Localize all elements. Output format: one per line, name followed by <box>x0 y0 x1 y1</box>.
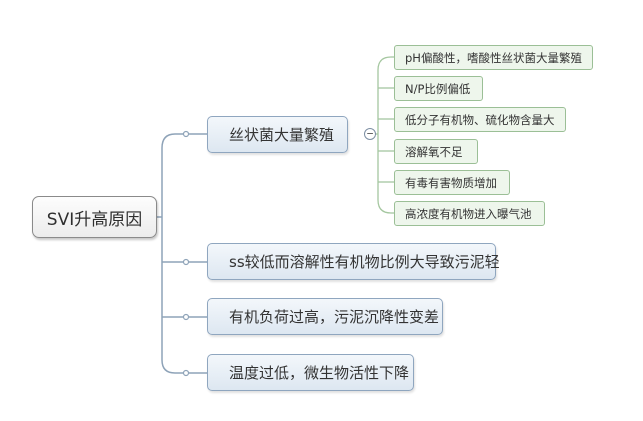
root-node[interactable]: SVI升高原因 <box>32 196 157 238</box>
branch-node-low-temperature[interactable]: 温度过低，微生物活性下降 <box>207 354 414 391</box>
leaf-node-toxic-substances[interactable]: 有毒有害物质增加 <box>394 170 510 195</box>
leaf-node-high-concentration-organics[interactable]: 高浓度有机物进入曝气池 <box>394 201 545 226</box>
collapse-toggle-icon[interactable]: − <box>364 128 376 140</box>
branch-joint-4 <box>182 369 190 377</box>
leaf-node-low-molecular-organics[interactable]: 低分子有机物、硫化物含量大 <box>394 107 566 132</box>
branch-joint-3 <box>182 313 190 321</box>
branch-node-low-ss[interactable]: ss较低而溶解性有机物比例大导致污泥轻 <box>207 243 500 280</box>
leaf-node-np-ratio[interactable]: N/P比例偏低 <box>394 76 483 101</box>
leaf-node-acidic-ph[interactable]: pH偏酸性，嗜酸性丝状菌大量繁殖 <box>394 45 593 70</box>
leaf-trunk <box>376 56 392 214</box>
branch-node-filamentous-bacteria[interactable]: 丝状菌大量繁殖 <box>207 116 348 153</box>
leaf-node-dissolved-oxygen[interactable]: 溶解氧不足 <box>394 139 478 164</box>
branch-joint-2 <box>182 258 190 266</box>
branch-trunk <box>161 133 176 374</box>
branch-node-organic-load[interactable]: 有机负荷过高，污泥沉降性变差 <box>207 298 443 335</box>
branch-joint-1 <box>182 130 190 138</box>
